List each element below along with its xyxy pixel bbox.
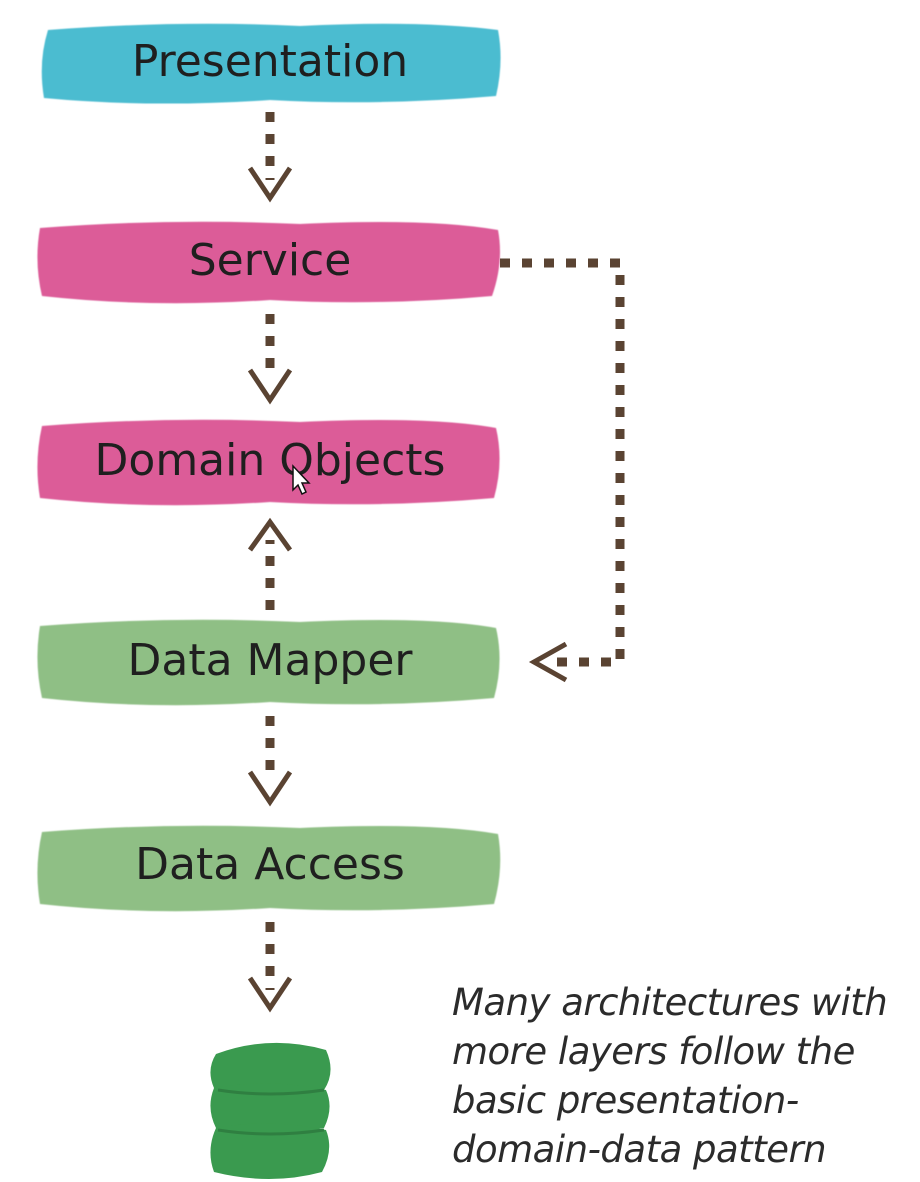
arrow-data-mapper-to-data-access <box>247 716 293 807</box>
arrow-service-to-domain-objects <box>247 314 293 405</box>
caption-line: more layers follow the <box>452 1030 855 1073</box>
arrow-data-access-to-database <box>247 922 293 1013</box>
layer-data-mapper: Data Mapper <box>37 619 500 706</box>
caption-line: domain-data pattern <box>452 1128 827 1171</box>
database-icon <box>210 1042 331 1179</box>
domain-objects-box <box>37 419 500 506</box>
layer-data-access: Data Access <box>37 825 501 912</box>
data-mapper-box <box>37 619 500 706</box>
data-access-label: Data Access <box>135 839 405 890</box>
presentation-label: Presentation <box>132 36 408 87</box>
service-label: Service <box>189 235 352 286</box>
layer-service: Service <box>37 221 501 304</box>
data-mapper-label: Data Mapper <box>128 635 414 686</box>
arrow-presentation-to-service <box>247 112 293 203</box>
layer-presentation: Presentation <box>41 23 501 104</box>
mouse-cursor-icon <box>292 464 311 496</box>
arrow-service-to-data-mapper <box>500 258 625 683</box>
caption-line: basic presentation- <box>452 1079 799 1122</box>
layer-domain-objects: Domain Objects <box>37 419 500 506</box>
presentation-box <box>41 23 501 104</box>
data-access-box <box>37 825 501 912</box>
domain-objects-label: Domain Objects <box>95 435 446 486</box>
caption-text: Many architectures with more layers foll… <box>452 978 912 1174</box>
service-box <box>37 221 501 304</box>
caption-line: Many architectures with <box>452 981 888 1024</box>
arrow-data-mapper-to-domain-objects <box>247 517 293 610</box>
